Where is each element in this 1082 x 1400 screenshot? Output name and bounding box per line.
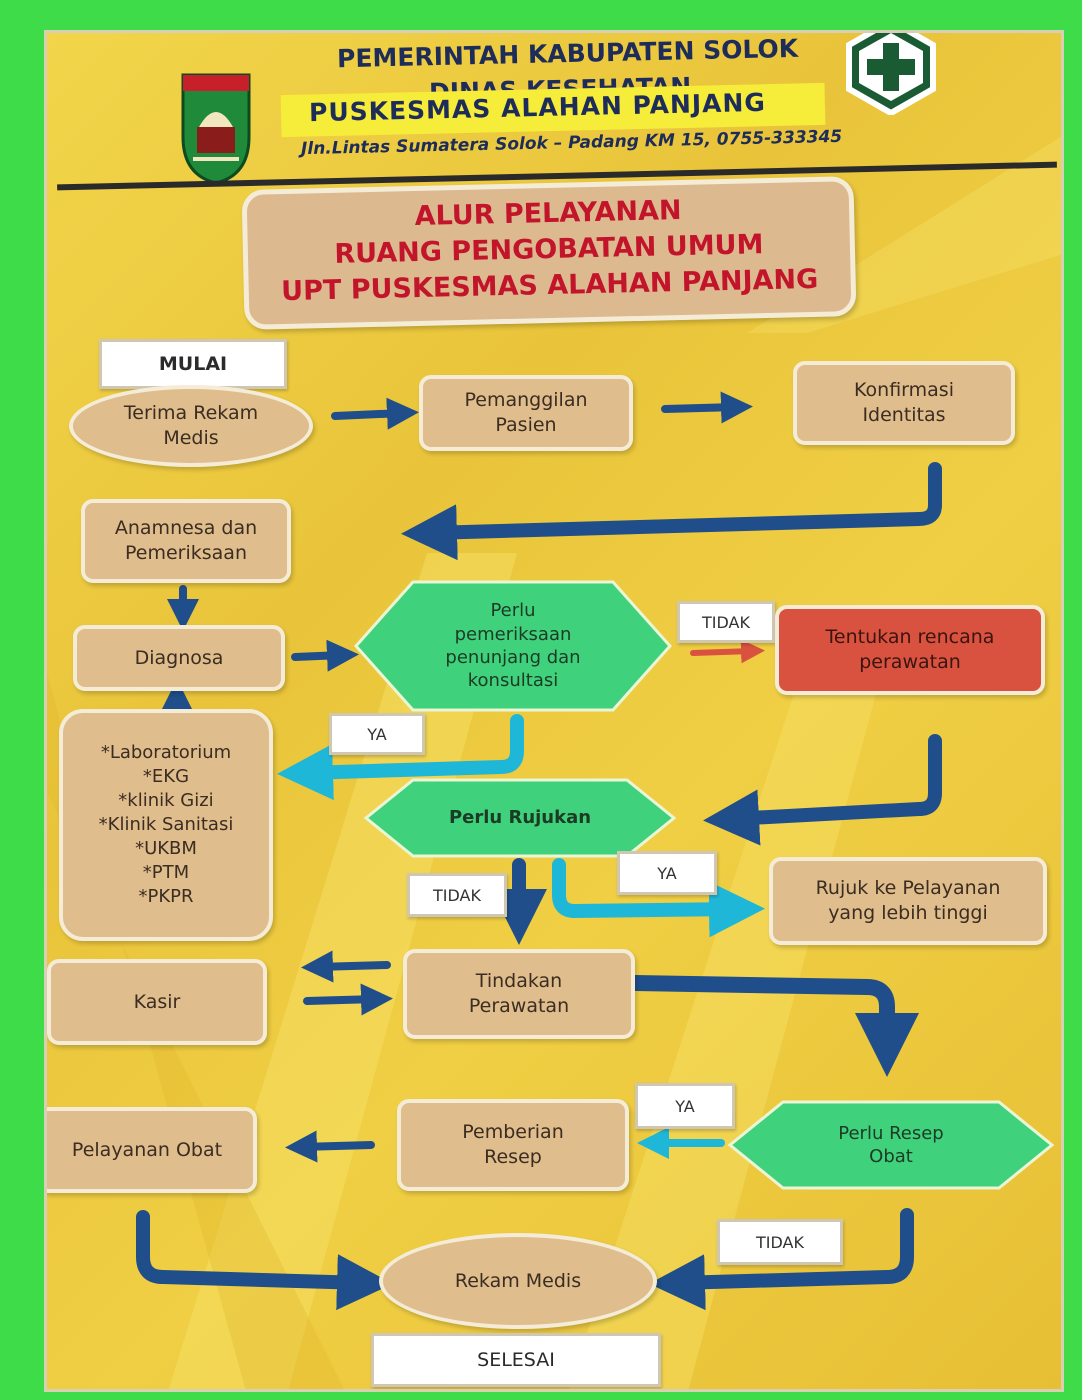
node-kasir: Kasir	[47, 959, 267, 1045]
flowchart-poster: PEMERINTAH KABUPATEN SOLOK DINAS KESEHAT…	[44, 30, 1064, 1392]
label-tidak-resep: TIDAK	[717, 1219, 843, 1265]
arrow-pemberian-to-pelayanan	[285, 1130, 375, 1163]
label-ya-rujukan: YA	[617, 851, 717, 895]
arrow-pemanggilan-to-konfirmasi	[661, 391, 753, 424]
node-rujuk-pelayanan: Rujuk ke Pelayanan yang lebih tinggi	[769, 857, 1047, 945]
label-ya-pemeriksaan: YA	[329, 713, 425, 755]
arrow-rujukan-ya	[552, 858, 765, 938]
node-diagnosa: Diagnosa	[73, 625, 285, 691]
decision-perlu-pemeriksaan: Perlu pemeriksaan penunjang dan konsulta…	[353, 579, 673, 713]
node-tentukan-rencana-perawatan: Tentukan rencana perawatan	[775, 605, 1045, 695]
decision-perlu-resep-obat-text: Perlu Resep Obat	[838, 1122, 944, 1167]
node-pelayanan-obat: Pelayanan Obat	[47, 1107, 257, 1193]
arrow-kasir-to-tindakan	[303, 983, 393, 1016]
node-terima-rekam-medis: Terima Rekam Medis	[69, 385, 313, 467]
arrow-tentukan-to-rujukan	[703, 734, 942, 846]
arrow-pemeriksaan-tidak	[690, 639, 765, 664]
arrow-resep-tidak	[649, 1208, 914, 1311]
arrow-tindakan-to-resep	[625, 975, 919, 1077]
list-penunjang-services: *Laboratorium *EKG *klinik Gizi *Klinik …	[59, 709, 273, 941]
node-anamnesa-pemeriksaan: Anamnesa dan Pemeriksaan	[81, 499, 291, 583]
node-rekam-medis: Rekam Medis	[379, 1233, 657, 1329]
decision-perlu-rujukan: Perlu Rujukan	[363, 777, 677, 859]
arrow-konfirmasi-to-anamnesa	[401, 462, 942, 561]
arrow-diagnosa-to-pemeriksaan	[291, 639, 359, 672]
node-pemberian-resep: Pemberian Resep	[397, 1099, 629, 1191]
arrow-pelayanan-to-rekam	[136, 1210, 393, 1311]
label-tidak-rujukan: TIDAK	[407, 873, 507, 917]
node-konfirmasi-identitas: Konfirmasi Identitas	[793, 361, 1015, 445]
node-pemanggilan-pasien: Pemanggilan Pasien	[419, 375, 633, 451]
decision-perlu-resep-obat: Perlu Resep Obat	[727, 1099, 1055, 1191]
start-label: MULAI	[99, 339, 287, 389]
arrow-pemeriksaan-ya	[277, 714, 524, 801]
arrow-tindakan-to-kasir	[301, 950, 391, 983]
puskesmas-logo-icon	[846, 33, 936, 115]
decision-perlu-pemeriksaan-text: Perlu pemeriksaan penunjang dan konsulta…	[445, 600, 581, 692]
label-tidak-pemeriksaan: TIDAK	[677, 601, 775, 643]
decision-perlu-rujukan-text: Perlu Rujukan	[448, 807, 592, 829]
label-ya-resep: YA	[635, 1083, 735, 1129]
flow-arrows	[136, 391, 942, 1311]
end-label: SELESAI	[371, 1333, 661, 1387]
node-tindakan-perawatan: Tindakan Perawatan	[403, 949, 635, 1039]
arrow-terima-to-pemanggilan	[331, 397, 419, 430]
